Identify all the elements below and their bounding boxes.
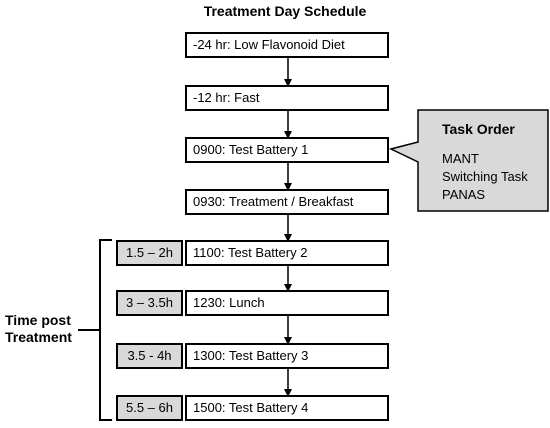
time-post-bracket <box>78 239 112 421</box>
diagram-title: Treatment Day Schedule <box>203 3 367 19</box>
step-lunch: 1230: Lunch <box>185 290 389 316</box>
step-test-battery-4: 1500: Test Battery 4 <box>185 395 389 421</box>
step-low-flavonoid-diet: -24 hr: Low Flavonoid Diet <box>185 32 389 58</box>
task-item: PANAS <box>442 187 486 202</box>
step-test-battery-3: 1300: Test Battery 3 <box>185 343 389 369</box>
time-post-box: 3.5 - 4h <box>116 343 183 369</box>
step-fast: -12 hr: Fast <box>185 85 389 111</box>
time-post-treatment-label: Time post Treatment <box>5 312 72 345</box>
task-item: Switching Task <box>442 169 528 184</box>
step-test-battery-2: 1100: Test Battery 2 <box>185 240 389 266</box>
time-post-box: 3 – 3.5h <box>116 290 183 316</box>
task-item: MANT <box>442 151 479 166</box>
time-post-box: 1.5 – 2h <box>116 240 183 266</box>
time-post-box: 5.5 – 6h <box>116 395 183 421</box>
step-treatment-breakfast: 0930: Treatment / Breakfast <box>185 189 389 215</box>
task-order-heading: Task Order <box>442 121 515 137</box>
task-order-callout <box>388 109 549 212</box>
step-test-battery-1: 0900: Test Battery 1 <box>185 137 389 163</box>
